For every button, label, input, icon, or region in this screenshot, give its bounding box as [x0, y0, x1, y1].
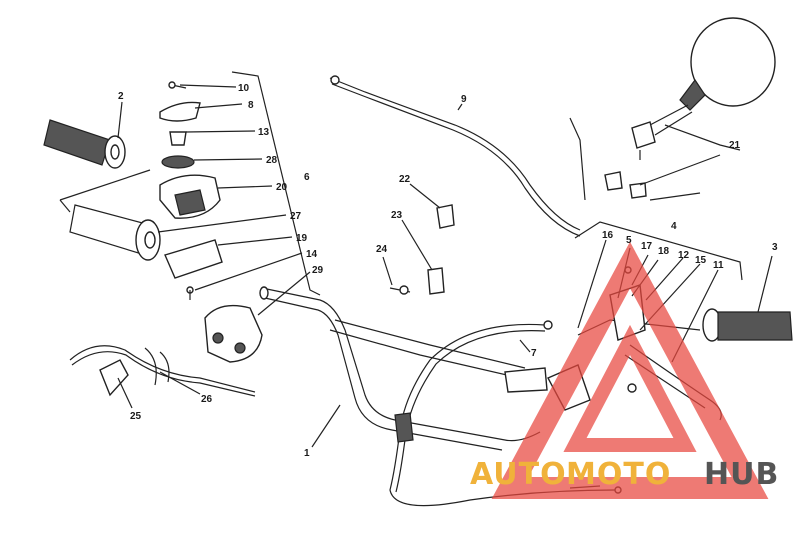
right-grip: [702, 308, 793, 342]
switch-housing: [204, 304, 263, 363]
callout-17: 17: [641, 241, 653, 252]
callout-21: 21: [729, 140, 741, 151]
small-clamp-parts: [389, 204, 455, 295]
callout-16: 16: [602, 230, 614, 241]
callout-labels: 10 8 13 28 20 27 19 14 29 6 2 9 21 22 23…: [118, 83, 778, 459]
callout-24: 24: [376, 244, 388, 255]
callout-1: 1: [304, 448, 310, 459]
callout-3: 3: [772, 242, 778, 253]
callout-8: 8: [248, 100, 254, 111]
kill-switch-wire: [69, 345, 256, 397]
mirror: [604, 17, 776, 201]
warning-triangle-icon: [491, 241, 769, 499]
callout-27: 27: [290, 211, 302, 222]
callout-2: 2: [118, 91, 124, 102]
callout-19: 19: [296, 233, 308, 244]
callout-6-brace: [231, 71, 321, 296]
handlebar-tube: [259, 286, 541, 451]
callout-25: 25: [130, 411, 142, 422]
callout-6: 6: [304, 172, 310, 183]
left-grip: [43, 119, 126, 169]
watermark-hub: HUB: [704, 457, 779, 492]
callout-28: 28: [266, 155, 278, 166]
callout-15: 15: [695, 255, 707, 266]
callout-10: 10: [238, 83, 250, 94]
callout-11: 11: [713, 260, 724, 271]
callout-13: 13: [258, 127, 270, 138]
callout-4: 4: [671, 221, 677, 232]
callout-12: 12: [678, 250, 690, 261]
throttle-housing-parts: [159, 81, 223, 300]
throttle-cable: [329, 75, 586, 237]
callout-9: 9: [461, 94, 467, 105]
watermark-moto: MOTO: [566, 457, 671, 492]
throttle-tube: [59, 169, 161, 261]
callout-5: 5: [626, 235, 632, 246]
callout-22: 22: [399, 174, 411, 185]
callout-14: 14: [306, 249, 318, 260]
leader-lines: [117, 84, 773, 448]
callout-29: 29: [312, 265, 324, 276]
callout-20: 20: [276, 182, 288, 193]
watermark-logo: AUTO MOTO HUB: [470, 241, 779, 499]
callout-4-brace: [574, 221, 743, 281]
callout-7: 7: [531, 348, 537, 359]
watermark-auto: AUTO: [470, 457, 567, 492]
callout-23: 23: [391, 210, 403, 221]
callout-26: 26: [201, 394, 213, 405]
callout-18: 18: [658, 246, 670, 257]
